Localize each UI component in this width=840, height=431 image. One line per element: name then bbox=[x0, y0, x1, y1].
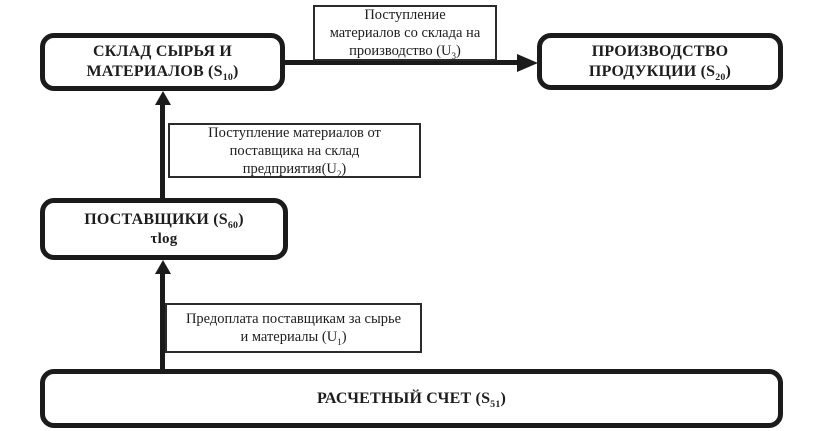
arrow-u2-arrowhead-icon bbox=[155, 91, 171, 105]
arrow-u3-line bbox=[285, 60, 519, 65]
node-settlement-title: РАСЧЕТНЫЙ СЧЕТ (S51) bbox=[316, 389, 507, 410]
arrow-u1-line bbox=[160, 272, 165, 370]
arrow-u1-arrowhead-icon bbox=[155, 260, 171, 274]
arrow-u2-line bbox=[160, 103, 165, 199]
node-suppliers: ПОСТАВЩИКИ (S60) τlog bbox=[40, 198, 288, 260]
arrow-u3-arrowhead-icon bbox=[517, 54, 538, 72]
node-suppliers-title: ПОСТАВЩИКИ (S60) bbox=[84, 211, 244, 232]
node-suppliers-subtitle: τlog bbox=[150, 231, 178, 247]
node-settlement-account: РАСЧЕТНЫЙ СЧЕТ (S51) bbox=[40, 369, 783, 428]
